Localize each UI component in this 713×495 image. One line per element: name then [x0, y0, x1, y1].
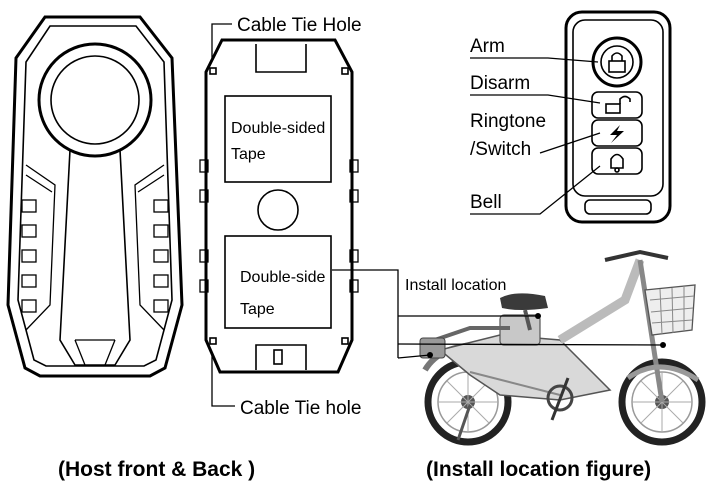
caption-host-front-back: (Host front & Back )	[58, 458, 255, 481]
arm-label: Arm	[470, 36, 505, 57]
unlock-icon	[605, 95, 631, 114]
remote-control	[564, 10, 672, 224]
disarm-label: Disarm	[470, 73, 530, 94]
bell-label: Bell	[470, 192, 502, 213]
caption-install-location: (Install location figure)	[426, 458, 651, 481]
lock-icon	[608, 52, 626, 73]
bell-icon	[610, 153, 624, 173]
tape-top-label-line2: Tape	[231, 146, 266, 163]
tape-top-label-line1: Double-sided	[231, 120, 325, 137]
install-location-label: Install location	[405, 277, 506, 294]
tape-bottom-label-line2: Tape	[240, 301, 275, 318]
cable-tie-hole-bottom-label: Cable Tie hole	[240, 398, 361, 419]
host-back	[199, 38, 359, 374]
ebike-illustration	[419, 249, 706, 446]
cable-tie-hole-top-label: Cable Tie Hole	[237, 15, 362, 36]
host-front	[6, 15, 184, 378]
ringtone-label-line1: Ringtone	[470, 111, 546, 132]
ringtone-label-line2: /Switch	[470, 139, 531, 160]
lightning-icon	[610, 125, 624, 143]
tape-bottom-label-line1: Double-side	[240, 269, 325, 286]
